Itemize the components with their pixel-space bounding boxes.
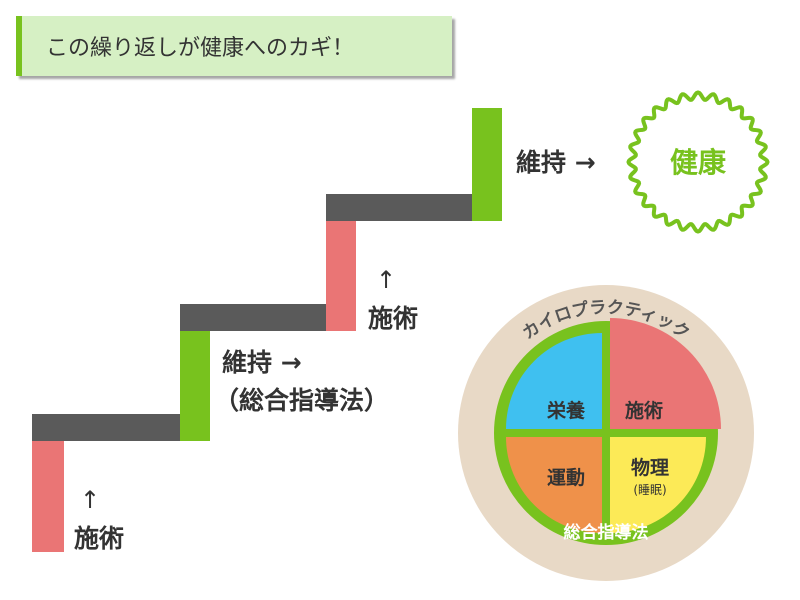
treatment-label-1: 施術 xyxy=(74,524,125,553)
title-banner: この繰り返しが健康へのカギ！ xyxy=(16,16,452,76)
maintain-label-1: 維持 → xyxy=(222,348,302,377)
step2-pink-riser xyxy=(326,220,356,331)
exercise-label: 運動 xyxy=(547,467,585,489)
sleep-label: (睡眠) xyxy=(633,483,666,497)
health-label: 健康 xyxy=(670,146,727,179)
banner-title: この繰り返しが健康へのカギ！ xyxy=(46,36,355,61)
health-badge xyxy=(626,90,770,234)
physical-label: 物理 xyxy=(631,456,669,479)
quadrant-physical xyxy=(610,437,706,533)
nutrition-label: 栄養 xyxy=(546,399,586,422)
quadrant-nutrition xyxy=(506,333,602,429)
step1-pink-bar xyxy=(32,440,64,552)
up-arrow-1: ↑ xyxy=(80,486,101,514)
guidance-label: 総合指導法 xyxy=(564,522,649,543)
maintain-label-2: 維持 → xyxy=(516,148,596,177)
quadrant-treatment xyxy=(610,318,721,429)
step1-gray-tread xyxy=(32,414,180,441)
step2-gray-tread xyxy=(180,304,326,331)
treatment-quad-label: 施術 xyxy=(625,399,663,422)
step3-gray-tread xyxy=(326,194,472,221)
treatment-label-2: 施術 xyxy=(368,304,419,333)
up-arrow-2: ↑ xyxy=(376,266,397,294)
quadrant-exercise xyxy=(506,437,602,533)
step3-green-riser xyxy=(472,108,502,221)
step1-green-riser xyxy=(180,330,210,441)
maintain-note: （総合指導法） xyxy=(214,386,390,415)
